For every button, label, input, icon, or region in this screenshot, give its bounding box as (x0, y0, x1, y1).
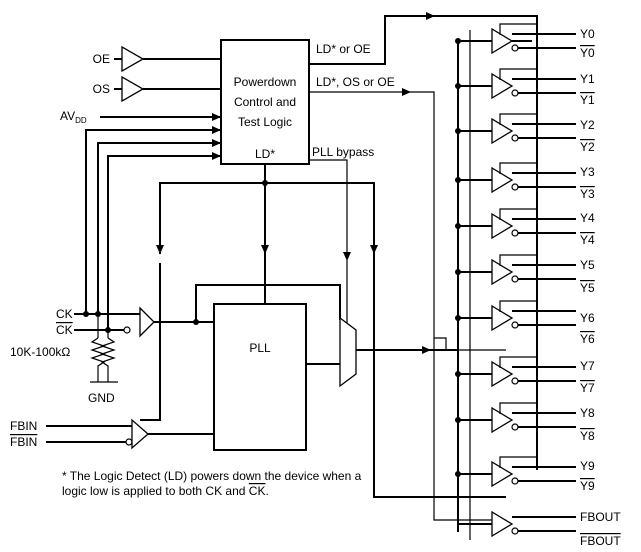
output-y9-true: Y9 (580, 459, 595, 473)
output-driver-y8: Y8 Y8 (455, 402, 595, 443)
output-y6-true: Y6 (580, 311, 595, 325)
output-y2-true: Y2 (580, 118, 595, 132)
output-y6-comp: Y6 (580, 332, 595, 346)
footnote-line-1: * The Logic Detect (LD) powers down the … (62, 469, 362, 483)
output-driver-y5: Y5 Y5 (455, 254, 595, 295)
output-y0-comp: Y0 (580, 46, 595, 60)
gnd-label: GND (88, 391, 115, 405)
avdd-label: AVDD (60, 109, 87, 125)
pll-label: PLL (249, 341, 271, 355)
output-y7-true: Y7 (580, 359, 595, 373)
ld-os-oe-label: LD*, OS or OE (316, 75, 395, 89)
output-y8-comp: Y8 (580, 429, 595, 443)
pll-block (213, 303, 307, 451)
output-y2-comp: Y2 (580, 140, 595, 154)
output-y7-comp: Y7 (580, 381, 595, 395)
os-label: OS (93, 82, 110, 96)
output-y3-true: Y3 (580, 165, 595, 179)
pll-bypass-label: PLL bypass (312, 145, 374, 159)
output-driver-y1: Y1 Y1 (455, 68, 595, 107)
oe-input-buffer (121, 45, 145, 73)
output-y3-comp: Y3 (580, 187, 595, 201)
output-y1-true: Y1 (580, 72, 595, 86)
ck-label: CK (56, 307, 73, 321)
output-y5-true: Y5 (580, 258, 595, 272)
output-driver-y6: Y6 Y6 (455, 300, 595, 346)
os-input-buffer (121, 75, 145, 103)
output-y1-comp: Y1 (580, 93, 595, 107)
ck-bar-inversion-bubble (123, 326, 131, 334)
control-block-line-1: Powerdown (234, 75, 297, 89)
fbout-true: FBOUT (580, 510, 621, 524)
powerdown-control-block (220, 39, 310, 165)
output-driver-y7: Y7 Y7 (455, 356, 595, 395)
fbin-bar-inversion-bubble (125, 438, 133, 446)
ld-label: LD* (255, 147, 275, 161)
output-driver-y4: Y4 Y4 (455, 208, 595, 247)
output-y8-true: Y8 (580, 406, 595, 420)
output-driver-y0: Y0 Y0 (455, 23, 595, 60)
fbin-bar-label: FBIN (10, 435, 37, 449)
control-block-line-3: Test Logic (238, 115, 292, 129)
output-y4-comp: Y4 (580, 233, 595, 247)
output-driver-fbout: FBOUT FBOUT (458, 510, 621, 548)
ck-differential-receiver (139, 306, 155, 338)
output-y9-comp: Y9 (580, 479, 595, 493)
ck-bar-label: CK (56, 323, 73, 337)
output-y5-comp: Y5 (580, 281, 595, 295)
pll-bypass-mux (339, 316, 357, 388)
fbin-label: FBIN (10, 419, 37, 433)
fbin-differential-receiver (131, 418, 149, 450)
output-y4-true: Y4 (580, 211, 595, 225)
output-driver-y3: Y3 Y3 (455, 162, 595, 201)
output-driver-y2: Y2 Y2 (455, 113, 595, 154)
control-block-line-2: Control and (234, 95, 296, 109)
resistor-label: 10K-100kΩ (10, 345, 70, 359)
output-y0-true: Y0 (580, 27, 595, 41)
output-driver-y9: Y9 Y9 (455, 456, 595, 493)
ld-or-oe-label: LD* or OE (316, 42, 371, 56)
oe-label: OE (93, 52, 110, 66)
fbout-comp: FBOUT (580, 534, 621, 548)
footnote-line-2: logic low is applied to both CK and CK. (62, 484, 269, 498)
